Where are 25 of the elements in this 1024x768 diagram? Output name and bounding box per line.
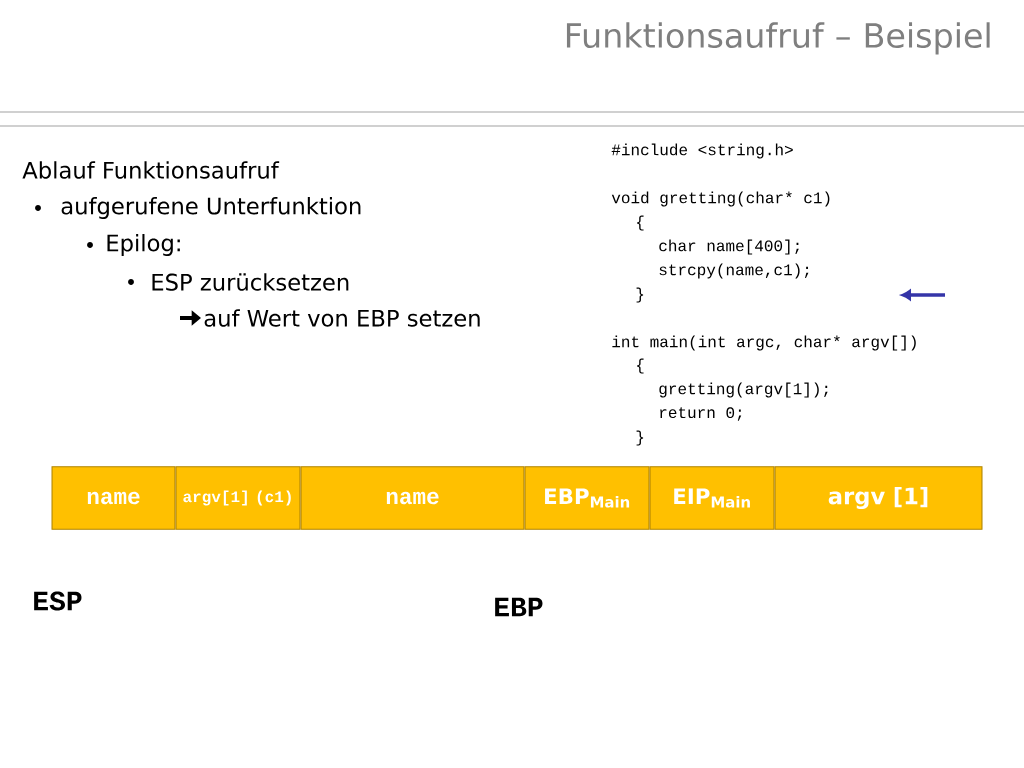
bullet-text: Ablauf Funktionsaufruf bbox=[22, 161, 280, 179]
code-line: char name[400]; bbox=[659, 239, 799, 255]
code-line: { bbox=[637, 358, 644, 374]
code-line: { bbox=[637, 215, 644, 231]
code-line: #include <string.h> bbox=[611, 143, 793, 159]
register-label: EBP bbox=[495, 597, 543, 617]
code-line: } bbox=[636, 430, 644, 446]
stack-cell: EIP$_{Main}$ bbox=[649, 466, 775, 530]
bullet-text: aufgerufene Unterfunktion bbox=[61, 197, 361, 219]
code-line: strcpy(name,c1); bbox=[659, 263, 809, 279]
code-line: gretting(argv[1]); bbox=[659, 382, 828, 398]
code-line: } bbox=[636, 287, 644, 303]
bullet-text: auf Wert von EBP setzen bbox=[204, 309, 480, 327]
stack-cell: name bbox=[300, 466, 525, 530]
stack-cell: argv[1] (c1) bbox=[175, 466, 301, 530]
bullet-text: ESP zurücksetzen bbox=[152, 273, 349, 291]
slide-title: Funktionsaufruf – Beispiel bbox=[566, 22, 990, 55]
stack-cell: EBP$_{Main}$ bbox=[524, 466, 650, 530]
code-line: return 0; bbox=[660, 407, 742, 421]
stack-cell: argv [1] bbox=[774, 466, 983, 530]
bullet-text: Epilog: bbox=[107, 234, 180, 256]
code-line: void gretting(char* c1) bbox=[611, 191, 830, 207]
register-label: ESP bbox=[34, 591, 82, 611]
stack-cell: name bbox=[51, 466, 176, 530]
code-line: int main(int argc, char* argv[]) bbox=[612, 335, 916, 351]
